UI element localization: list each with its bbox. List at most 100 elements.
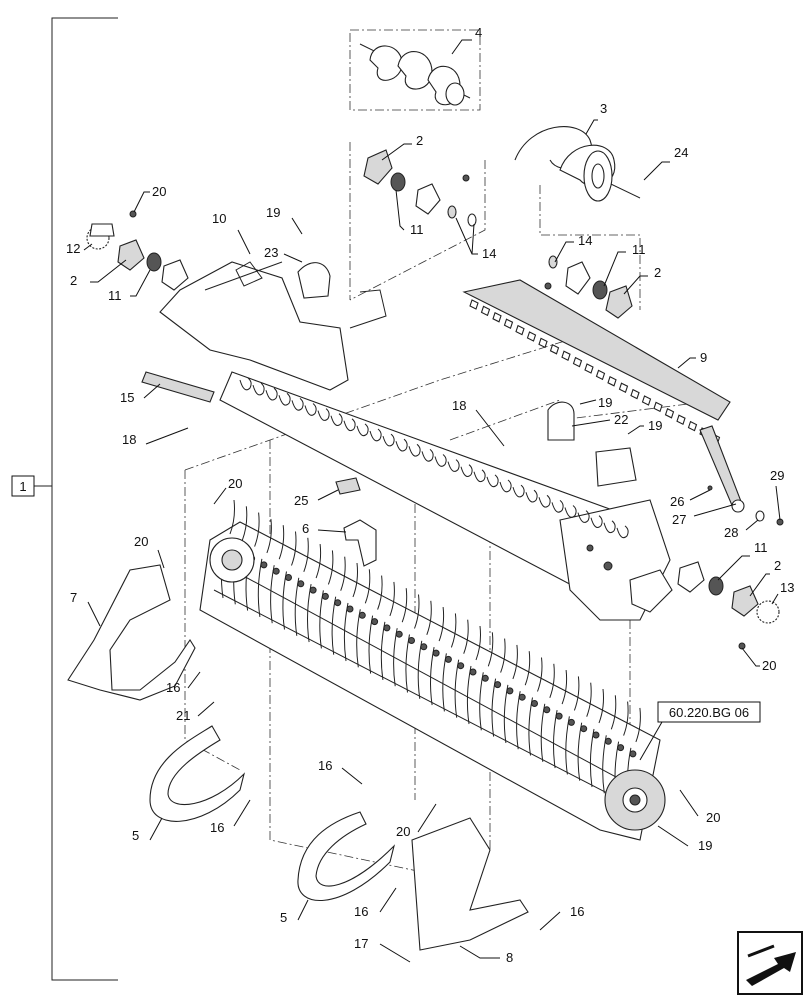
- svg-text:13: 13: [780, 580, 794, 595]
- rotor-tine: [241, 506, 248, 541]
- callout-14-upper: 14: [455, 217, 496, 261]
- rotor-tine: [414, 594, 420, 629]
- svg-text:14: 14: [578, 233, 592, 248]
- frame-finger: [512, 484, 525, 498]
- frame-finger: [278, 392, 291, 406]
- stripper-finger: [595, 369, 606, 381]
- tine-hub: [457, 662, 465, 670]
- tine-hub: [518, 693, 526, 701]
- callout-29: 29: [770, 468, 784, 521]
- callout-2-lower: 2: [749, 558, 781, 597]
- svg-text:11: 11: [754, 540, 768, 555]
- svg-text:8: 8: [506, 950, 513, 965]
- callout-23: 23: [264, 245, 303, 263]
- frame-finger: [317, 408, 330, 421]
- callout-19-top: 19: [266, 205, 303, 235]
- tine-hub: [604, 737, 612, 745]
- callout-28: 28: [724, 519, 759, 540]
- tine-hub: [346, 605, 354, 613]
- svg-text:2: 2: [70, 273, 77, 288]
- frame-finger: [434, 454, 447, 467]
- strip-15: [141, 371, 215, 403]
- stripper-finger: [641, 395, 652, 406]
- callout-16-band-right: 16: [354, 887, 397, 919]
- stripper-finger: [607, 376, 617, 387]
- svg-text:20: 20: [228, 476, 242, 491]
- svg-text:2: 2: [774, 558, 781, 573]
- stripper-finger: [561, 350, 571, 361]
- rotor-tine: [573, 676, 580, 711]
- frame-finger: [382, 433, 395, 447]
- callout-19-right: 19: [627, 418, 662, 435]
- callout-2-right: 2: [623, 265, 661, 295]
- svg-text:4: 4: [475, 25, 482, 40]
- callout-12: 12: [66, 241, 93, 256]
- callout-11-left: 11: [108, 269, 151, 303]
- callout-10: 10: [212, 211, 251, 255]
- callout-4: 4: [451, 25, 482, 55]
- rotor-tine: [512, 644, 518, 680]
- stripper-finger: [687, 420, 698, 432]
- callout-5-left: 5: [132, 817, 163, 843]
- svg-text:11: 11: [108, 288, 122, 303]
- svg-text:2: 2: [654, 265, 661, 280]
- callout-7: 7: [70, 590, 101, 627]
- tine-hub: [506, 687, 514, 695]
- frame-finger: [395, 438, 408, 452]
- stripper-finger: [630, 388, 640, 400]
- callouts: 4 3 24 2 11 14 14 11 2 9 20 12 2 11 10 1…: [66, 25, 794, 965]
- rotor-tine: [549, 663, 555, 698]
- callout-18-left: 18: [122, 427, 189, 447]
- svg-text:16: 16: [166, 680, 180, 695]
- svg-text:3: 3: [600, 101, 607, 116]
- tine-hub: [531, 700, 538, 707]
- bearing-assembly-upper: [363, 149, 477, 227]
- frame-finger: [265, 387, 278, 401]
- next-page-arrow-icon[interactable]: [737, 931, 803, 995]
- callout-16-guide8: 16: [539, 904, 584, 931]
- stripper-plate-9: [462, 279, 731, 445]
- stripper-finger: [676, 414, 686, 425]
- svg-text:16: 16: [210, 820, 224, 835]
- rotor-tine: [327, 550, 334, 585]
- svg-text:17: 17: [354, 936, 368, 951]
- rotor-tine: [315, 544, 322, 579]
- callout-2-upper: 2: [381, 133, 423, 161]
- rotor-tine: [537, 657, 543, 692]
- block-25: [335, 477, 361, 495]
- guide-band-5-right: [297, 811, 396, 901]
- frame-finger: [460, 464, 473, 477]
- frame-finger: [369, 428, 382, 442]
- callout-5-right: 5: [280, 899, 309, 925]
- rotor-tine: [438, 607, 445, 642]
- tine-hub: [260, 561, 268, 569]
- rotor-tine: [524, 651, 531, 686]
- svg-text:20: 20: [134, 534, 148, 549]
- bearing-assembly-right: [544, 255, 633, 319]
- callout-21: 21: [176, 701, 215, 723]
- tine-hub: [408, 637, 415, 644]
- rotor-tine: [377, 575, 383, 610]
- tine-hub: [592, 731, 600, 739]
- stripper-finger: [492, 312, 502, 323]
- svg-text:11: 11: [632, 242, 646, 257]
- frame-finger: [577, 510, 590, 523]
- side-plate-10: [159, 261, 387, 391]
- stripper-finger: [503, 318, 514, 329]
- callout-18-mid: 18: [452, 398, 505, 447]
- bracket-22: [547, 401, 637, 487]
- frame-finger: [603, 520, 616, 534]
- svg-text:20: 20: [152, 184, 166, 199]
- svg-text:15: 15: [120, 390, 134, 405]
- svg-text:18: 18: [122, 432, 136, 447]
- rotor-tine: [426, 600, 432, 635]
- tine-hub: [543, 706, 551, 714]
- svg-text:16: 16: [354, 904, 368, 919]
- frame-finger: [590, 515, 603, 528]
- callout-14-right: 14: [554, 233, 592, 263]
- tine-hub: [432, 649, 440, 657]
- frame-finger: [343, 418, 356, 432]
- crop-guide-23: [297, 262, 331, 299]
- frame-finger: [551, 500, 564, 513]
